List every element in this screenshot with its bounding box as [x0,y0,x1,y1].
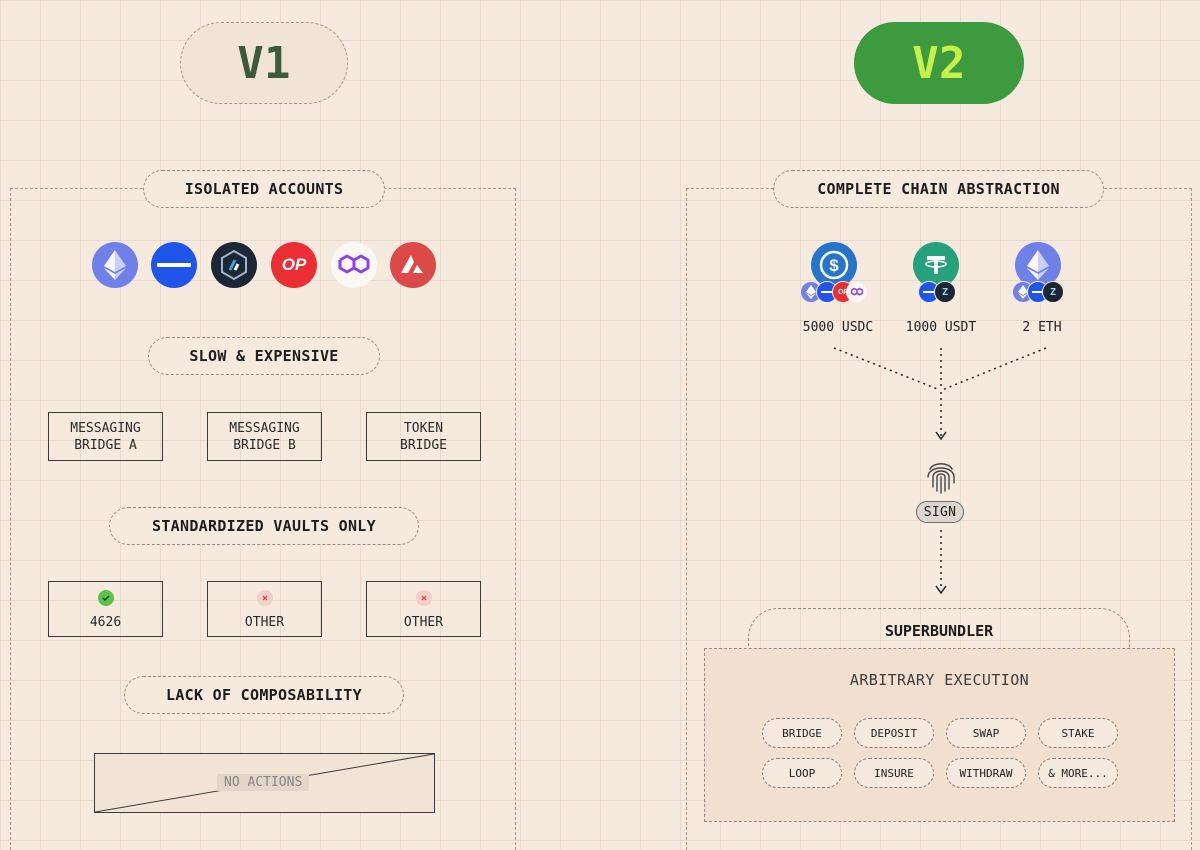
vault-other-1: OTHER [207,581,322,637]
v1-version-badge: V1 [180,22,348,104]
lack-composability-header: LACK OF COMPOSABILITY [124,676,404,714]
ethereum-big-icon [1015,242,1061,288]
svg-text:$: $ [829,256,839,275]
tether-icon [913,242,959,288]
vault-other-2: OTHER [366,581,481,637]
action-insure: INSURE [854,758,934,788]
cross-icon [256,590,273,606]
action-more: & MORE... [1038,758,1118,788]
cross-icon [415,590,432,606]
zksync-mini-icon: Z [934,281,956,303]
action-loop: LOOP [762,758,842,788]
action-deposit: DEPOSIT [854,718,934,748]
optimism-icon: OP [271,242,317,288]
action-bridge: BRIDGE [762,718,842,748]
action-stake: STAKE [1038,718,1118,748]
zksync-mini-icon: Z [1042,281,1064,303]
no-actions-box: NO ACTIONS [94,753,435,813]
check-icon [97,590,114,606]
polygon-icon [331,242,377,288]
arbitrum-icon [211,242,257,288]
usdc-icon: $ [811,242,857,288]
standardized-vaults-header: STANDARDIZED VAULTS ONLY [109,507,419,545]
action-withdraw: WITHDRAW [946,758,1026,788]
token-bridge: TOKEN BRIDGE [366,412,481,461]
slow-expensive-header: SLOW & EXPENSIVE [148,337,380,375]
token-usdt-label: 1000 USDT [905,320,977,335]
messaging-bridge-b: MESSAGING BRIDGE B [207,412,322,461]
vault-4626: 4626 [48,581,163,637]
messaging-bridge-a: MESSAGING BRIDGE A [48,412,163,461]
base-icon [151,242,197,288]
token-usdc-label: 5000 USDC [802,320,874,335]
chain-abstraction-header: COMPLETE CHAIN ABSTRACTION [773,170,1104,208]
fingerprint-icon [927,463,955,494]
avalanche-icon [390,242,436,288]
sign-badge: SIGN [916,501,964,523]
v1-version-label: V1 [237,37,291,89]
action-swap: SWAP [946,718,1026,748]
ethereum-icon [92,242,138,288]
v2-version-label: V2 [912,37,966,89]
superbundler-header: SUPERBUNDLER [748,608,1130,652]
isolated-accounts-header: ISOLATED ACCOUNTS [143,170,385,208]
v2-version-badge: V2 [854,22,1024,104]
arbitrary-execution-title: ARBITRARY EXECUTION [849,671,1030,689]
no-actions-label: NO ACTIONS [217,774,310,791]
token-eth-label: 2 ETH [1022,320,1062,335]
polygon-mini-icon [846,281,868,303]
flow-arrows [833,347,1047,595]
